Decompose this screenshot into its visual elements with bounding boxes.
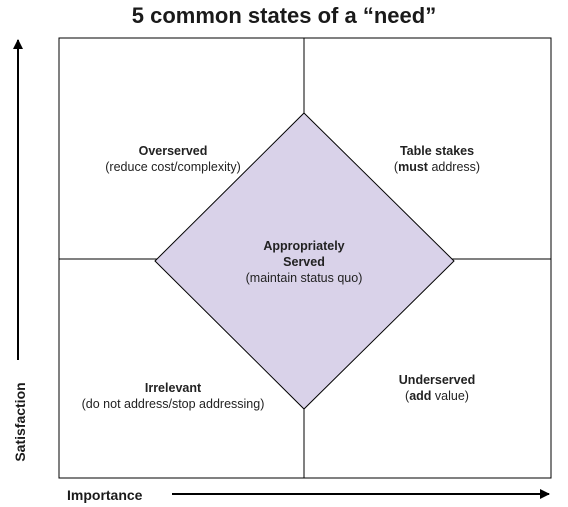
irrelevant-label: Irrelevant (do not address/stop addressi… bbox=[82, 380, 265, 412]
irrelevant-heading: Irrelevant bbox=[144, 381, 202, 395]
diagram-frame bbox=[58, 37, 552, 479]
irrelevant-detail: (do not address/stop addressing) bbox=[81, 397, 265, 411]
overserved-heading: Overserved bbox=[138, 144, 208, 158]
diagram-title: 5 common states of a “need” bbox=[131, 3, 437, 28]
table-stakes-detail: (must address) bbox=[393, 160, 481, 174]
center-label: Appropriately Served (maintain status qu… bbox=[246, 238, 363, 286]
center-heading-line1: Appropriately bbox=[263, 239, 345, 253]
y-axis-label: Satisfaction bbox=[12, 382, 28, 462]
center-heading-line2: Served bbox=[283, 255, 325, 269]
center-diamond bbox=[154, 112, 455, 410]
underserved-heading: Underserved bbox=[398, 373, 476, 387]
table-stakes-heading: Table stakes bbox=[399, 144, 475, 158]
center-detail: (maintain status quo) bbox=[245, 271, 363, 285]
overserved-detail: (reduce cost/complexity) bbox=[105, 160, 241, 174]
underserved-detail: (add value) bbox=[405, 389, 469, 403]
overserved-label: Overserved (reduce cost/complexity) bbox=[105, 143, 240, 175]
x-axis-label: Importance bbox=[67, 487, 143, 503]
underserved-label: Underserved (add value) bbox=[399, 372, 475, 404]
table-stakes-label: Table stakes (must address) bbox=[394, 143, 480, 175]
